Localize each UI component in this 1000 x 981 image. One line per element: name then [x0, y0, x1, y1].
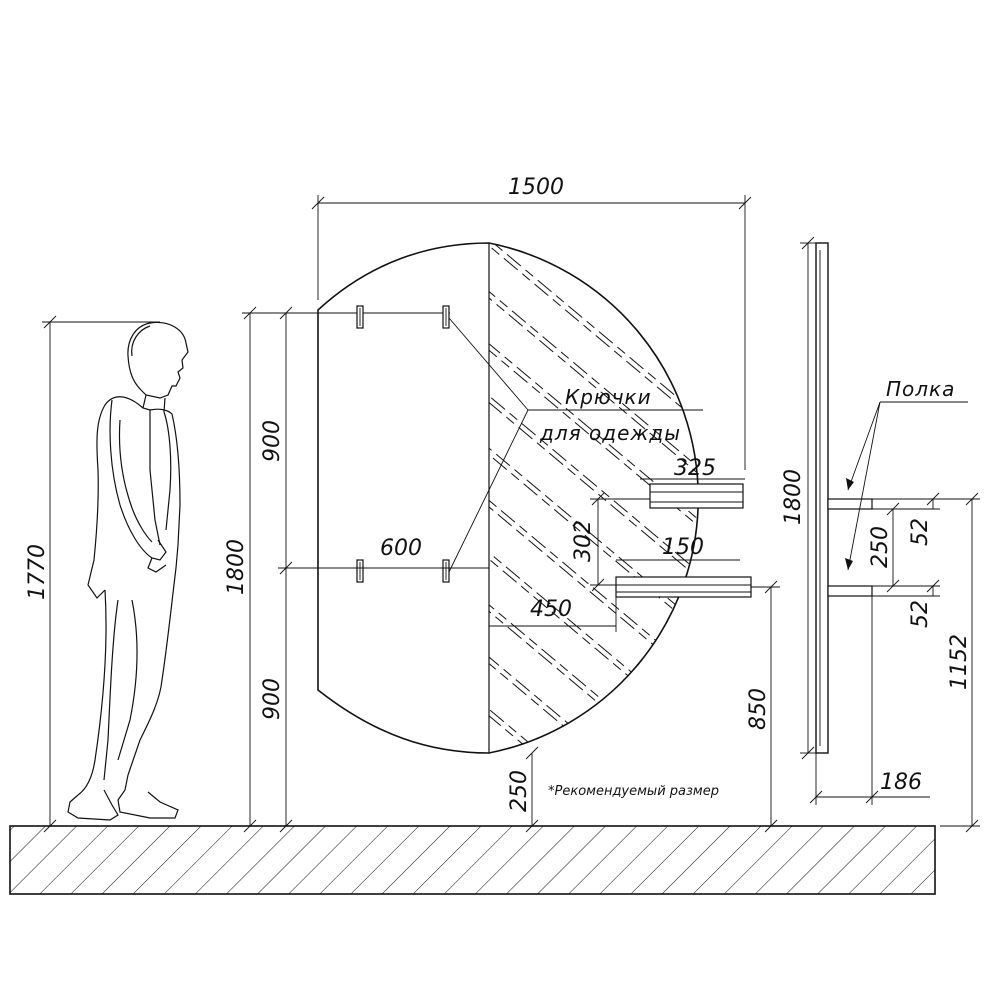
- hooks-label-line1: Крючки: [565, 385, 652, 409]
- dim-850: 850: [746, 688, 771, 730]
- hook-icon: [442, 305, 450, 329]
- shelves-front: 325 150 302 450: [489, 456, 752, 632]
- dim-1800-left: 1800: [224, 539, 249, 595]
- dimension-bottom-front: 250 *Рекомендуемый размер 850: [507, 580, 780, 833]
- dim-450: 450: [530, 597, 572, 622]
- dimension-total-width: 1500: [311, 175, 752, 470]
- hooks: 600: [286, 305, 489, 583]
- side-view: 1800 250 52 52 1152 186: [781, 236, 980, 833]
- shelf-label: Полка: [886, 377, 955, 401]
- dim-1500: 1500: [508, 175, 564, 200]
- floor: [9, 825, 936, 895]
- dim-250-side: 250: [868, 526, 893, 568]
- hooks-callout: Крючки для одежды: [448, 317, 703, 573]
- dim-1800-side: 1800: [781, 469, 806, 525]
- dim-52-bottom: 52: [908, 600, 933, 628]
- shelf-callout: Полка: [845, 377, 968, 571]
- dim-52-top: 52: [908, 518, 933, 546]
- person-figure: [67, 321, 189, 821]
- dim-250-bottom: 250: [507, 770, 532, 812]
- hook-icon: [442, 559, 450, 583]
- dimension-person-height: 1770: [25, 315, 160, 833]
- hooks-label-line2: для одежды: [539, 421, 681, 445]
- dim-325: 325: [674, 456, 716, 481]
- dimension-mirror-heights: 1800 900 900: [224, 306, 450, 833]
- dim-302: 302: [571, 520, 596, 562]
- dim-186: 186: [880, 770, 922, 795]
- hook-icon: [356, 305, 364, 329]
- dim-900-lower: 900: [260, 678, 285, 720]
- hook-icon: [356, 559, 364, 583]
- dim-1152: 1152: [947, 634, 972, 690]
- dim-900-upper: 900: [260, 420, 285, 462]
- dim-150: 150: [662, 535, 704, 560]
- dim-1770: 1770: [25, 544, 50, 600]
- dim-600: 600: [380, 536, 422, 561]
- recommended-size-note: *Рекомендуемый размер: [548, 784, 719, 799]
